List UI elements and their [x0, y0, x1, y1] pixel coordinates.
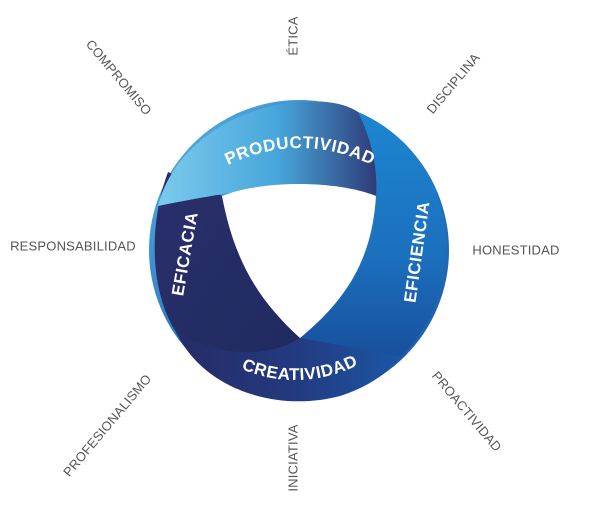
band-productividad	[158, 101, 377, 206]
value-label-responsabilidad: RESPONSABILIDAD	[10, 238, 136, 253]
value-label-disciplina: DISCIPLINA	[424, 50, 483, 117]
value-label-iniciativa: INICIATIVA	[285, 424, 300, 491]
band-eficacia	[154, 172, 300, 380]
band-creatividad	[176, 332, 418, 402]
value-label-profesionalismo: PROFESIONALISMO	[60, 371, 154, 479]
value-label-compromiso: COMPROMISO	[83, 37, 155, 118]
ring-center	[222, 184, 376, 338]
ring	[149, 100, 449, 402]
value-label-honestidad: HONESTIDAD	[472, 242, 559, 257]
value-label-proactividad: PROACTIVIDAD	[429, 368, 505, 454]
band-eficiencia	[300, 112, 447, 356]
value-label-etica: ÉTICA	[285, 16, 300, 55]
